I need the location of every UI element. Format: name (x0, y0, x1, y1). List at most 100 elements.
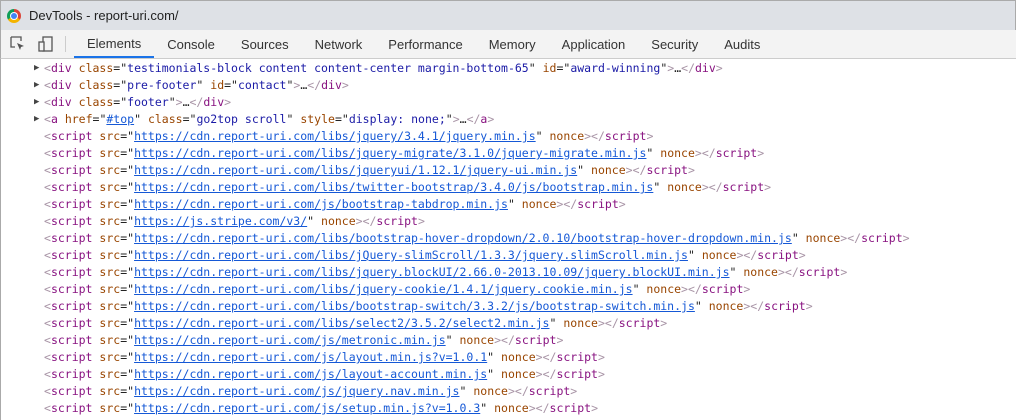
tag-name: script (50, 197, 93, 211)
expand-triangle-icon[interactable]: ▶ (34, 63, 40, 73)
tag-bracket: < (44, 316, 51, 330)
script-src-link[interactable]: https://cdn.report-uri.com/libs/jquery-c… (134, 282, 633, 296)
script-src-link[interactable]: https://js.stripe.com/v3/ (134, 214, 308, 228)
dom-node[interactable]: ▶<div class="pre-footer" id="contact">…<… (1, 77, 1016, 94)
tab-memory[interactable]: Memory (488, 36, 536, 52)
script-src-link[interactable]: https://cdn.report-uri.com/libs/select2/… (134, 316, 550, 330)
attr-quote: =" (120, 129, 135, 143)
closing-tag-name: script (646, 163, 688, 177)
tag-bracket: > (341, 78, 349, 92)
script-node[interactable]: <script src="https://js.stripe.com/v3/" … (1, 213, 1016, 230)
device-toolbar-icon[interactable] (35, 30, 57, 58)
tag-bracket: ></ (597, 316, 619, 330)
script-src-link[interactable]: https://cdn.report-uri.com/libs/jquery/3… (134, 129, 536, 143)
attr-quote: =" (120, 265, 135, 279)
collapsed-ellipsis[interactable]: … (674, 61, 682, 75)
script-src-link[interactable]: https://cdn.report-uri.com/js/metronic.m… (134, 333, 446, 347)
tag-bracket: > (556, 333, 564, 347)
attr-name: nonce (549, 129, 585, 143)
script-src-link[interactable]: https://cdn.report-uri.com/js/bootstrap-… (134, 197, 508, 211)
attr-name: nonce (805, 231, 841, 245)
script-node[interactable]: <script src="https://cdn.report-uri.com/… (1, 332, 1016, 349)
script-node[interactable]: <script src="https://cdn.report-uri.com/… (1, 383, 1016, 400)
collapsed-ellipsis[interactable]: … (459, 112, 467, 126)
tab-performance[interactable]: Performance (388, 36, 463, 52)
script-src-link[interactable]: https://cdn.report-uri.com/js/layout.min… (134, 350, 488, 364)
tag-name: script (50, 146, 93, 160)
tag-bracket: < (44, 367, 51, 381)
script-src-link[interactable]: https://cdn.report-uri.com/libs/jquery-m… (134, 146, 647, 160)
inspect-element-icon[interactable] (7, 30, 29, 58)
script-src-link[interactable]: https://cdn.report-uri.com/libs/twitter-… (134, 180, 654, 194)
expand-triangle-icon[interactable]: ▶ (34, 114, 40, 124)
closing-tag-name: script (528, 384, 571, 398)
tab-elements[interactable]: Elements (74, 30, 155, 58)
script-src-link[interactable]: https://cdn.report-uri.com/js/jquery.nav… (134, 384, 460, 398)
attr-value: pre-footer (127, 78, 197, 92)
tag-bracket: ></ (507, 384, 529, 398)
script-src-link[interactable]: https://cdn.report-uri.com/libs/bootstra… (134, 299, 695, 313)
script-node[interactable]: <script src="https://cdn.report-uri.com/… (1, 400, 1016, 417)
dom-node[interactable]: ▶<a href="#top" class="go2top scroll" st… (1, 111, 1016, 128)
attr-name: src (99, 163, 121, 177)
attr-name: src (99, 333, 121, 347)
collapsed-ellipsis[interactable]: … (182, 95, 190, 109)
script-src-link[interactable]: https://cdn.report-uri.com/js/layout-acc… (134, 367, 488, 381)
script-node[interactable]: <script src="https://cdn.report-uri.com/… (1, 264, 1016, 281)
window-title: DevTools - report-uri.com/ (29, 8, 179, 23)
attr-quote: =" (120, 401, 135, 415)
tag-bracket: < (44, 265, 51, 279)
attr-value[interactable]: #top (106, 112, 135, 126)
collapsed-ellipsis[interactable]: … (300, 78, 308, 92)
tag-bracket: < (44, 214, 51, 228)
attr-value: testimonials-block content content-cente… (127, 61, 529, 75)
closing-tag-name: script (604, 129, 647, 143)
attr-quote: =" (120, 197, 135, 211)
expand-triangle-icon[interactable]: ▶ (34, 80, 40, 90)
tag-bracket: ></ (625, 163, 647, 177)
attr-name: src (99, 384, 121, 398)
script-src-link[interactable]: https://cdn.report-uri.com/libs/jQuery-s… (134, 248, 688, 262)
script-src-link[interactable]: https://cdn.report-uri.com/libs/jqueryui… (134, 163, 578, 177)
expand-triangle-icon[interactable]: ▶ (34, 97, 40, 107)
dom-node[interactable]: ▶<div class="footer">…</div> (1, 94, 1016, 111)
script-node[interactable]: <script src="https://cdn.report-uri.com/… (1, 230, 1016, 247)
script-node[interactable]: <script src="https://cdn.report-uri.com/… (1, 179, 1016, 196)
tag-bracket: < (44, 129, 51, 143)
tab-audits[interactable]: Audits (724, 36, 761, 52)
tab-network[interactable]: Network (314, 36, 363, 52)
attr-name: src (99, 214, 121, 228)
tag-bracket: < (44, 401, 51, 415)
tab-security[interactable]: Security (651, 36, 699, 52)
attr-name: nonce (521, 197, 557, 211)
closing-tag-name: script (798, 265, 841, 279)
attr-quote: =" (92, 112, 107, 126)
script-node[interactable]: <script src="https://cdn.report-uri.com/… (1, 281, 1016, 298)
attr-quote: =" (334, 112, 349, 126)
tag-bracket: ></ (355, 214, 377, 228)
attr-quote: " (307, 214, 322, 228)
tab-application[interactable]: Application (561, 36, 626, 52)
tab-sources[interactable]: Sources (240, 36, 289, 52)
script-node[interactable]: <script src="https://cdn.report-uri.com/… (1, 298, 1016, 315)
script-node[interactable]: <script src="https://cdn.report-uri.com/… (1, 349, 1016, 366)
dom-node[interactable]: ▶<div class="testimonials-block content … (1, 60, 1016, 77)
script-node[interactable]: <script src="https://cdn.report-uri.com/… (1, 247, 1016, 264)
attr-name: src (99, 146, 121, 160)
script-node[interactable]: <script src="https://cdn.report-uri.com/… (1, 196, 1016, 213)
script-node[interactable]: <script src="https://cdn.report-uri.com/… (1, 162, 1016, 179)
script-node[interactable]: <script src="https://cdn.report-uri.com/… (1, 145, 1016, 162)
closing-tag-name: script (618, 316, 661, 330)
tag-bracket: < (44, 350, 51, 364)
script-node[interactable]: <script src="https://cdn.report-uri.com/… (1, 366, 1016, 383)
tag-bracket: ></ (494, 333, 515, 347)
script-src-link[interactable]: https://cdn.report-uri.com/libs/bootstra… (134, 231, 792, 245)
script-src-link[interactable]: https://cdn.report-uri.com/js/setup.min.… (134, 401, 481, 415)
attr-quote: =" (120, 231, 135, 245)
tab-console[interactable]: Console (167, 36, 215, 52)
tag-name: script (50, 299, 93, 313)
script-src-link[interactable]: https://cdn.report-uri.com/libs/jquery.b… (134, 265, 730, 279)
tag-bracket: ></ (535, 350, 557, 364)
script-node[interactable]: <script src="https://cdn.report-uri.com/… (1, 315, 1016, 332)
script-node[interactable]: <script src="https://cdn.report-uri.com/… (1, 128, 1016, 145)
